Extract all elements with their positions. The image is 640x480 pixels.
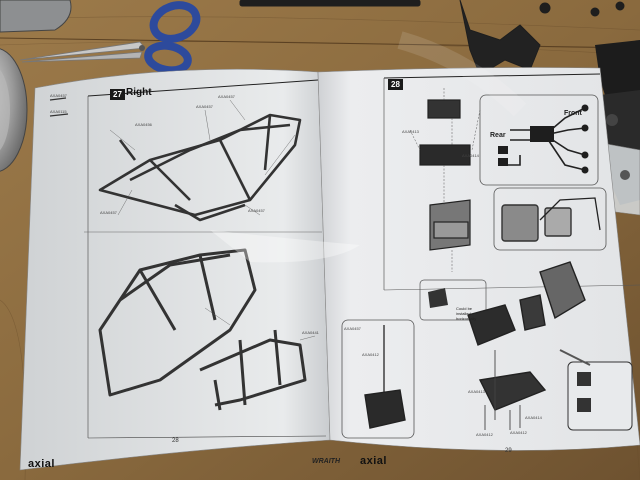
roll-cage-drawing-lower [98,248,307,411]
part-code: AXA0412 [476,432,493,437]
esc-inset-box [493,187,607,251]
manual-left-page [19,68,331,471]
page-number-left: 28 [172,438,179,444]
scissors-icon [19,1,201,75]
wraith-brand-mark: WRAITH [312,458,340,465]
light-glare [210,230,360,263]
callout-front: Front [564,110,582,117]
part-code: AXA0457 [218,94,235,99]
part-code: AXA0414 [525,415,542,420]
step-title-left: Right [126,87,152,98]
part-code: AXA0412 [510,430,527,435]
axial-logo-left: axial [28,458,55,470]
step-number-right: 28 [388,79,403,90]
receiver-box-drawing [419,99,471,251]
part-code: AXA0457 [248,208,265,213]
part-code: AXA0456 [135,122,152,127]
part-code: AXA0457 [196,104,213,109]
light-glare-2 [397,31,527,117]
part-code: AXA0441 [302,330,319,335]
rc-parts-top [239,0,625,76]
part-code: AXA0414 [462,153,479,158]
horizontal-install-inset [419,279,487,321]
battery-inset-box [341,319,415,439]
part-code: AXA0413 [402,129,419,134]
axial-logo-right: axial [360,455,387,467]
step-number-left: 27 [110,89,125,100]
callout-rear: Rear [490,132,506,139]
metal-bowl-icon [0,48,28,172]
callout-horizontal: Could be installed horizontally [456,306,477,321]
page-number-right: 29 [505,448,512,454]
roll-cage-drawing-upper [98,113,302,222]
mount-assembly-drawing [467,261,586,411]
pot-icon [0,0,72,33]
manual-right-page [317,67,640,451]
part-code: AXA0413 [468,389,485,394]
part-code: AXA0457 [344,326,361,331]
part-code: AXA0412 [362,352,379,357]
wiring-inset-box [479,94,599,186]
part-code: AXA0115 [50,109,67,114]
part-code: AXA0457 [50,93,67,98]
part-code: AXA0457 [100,210,117,215]
